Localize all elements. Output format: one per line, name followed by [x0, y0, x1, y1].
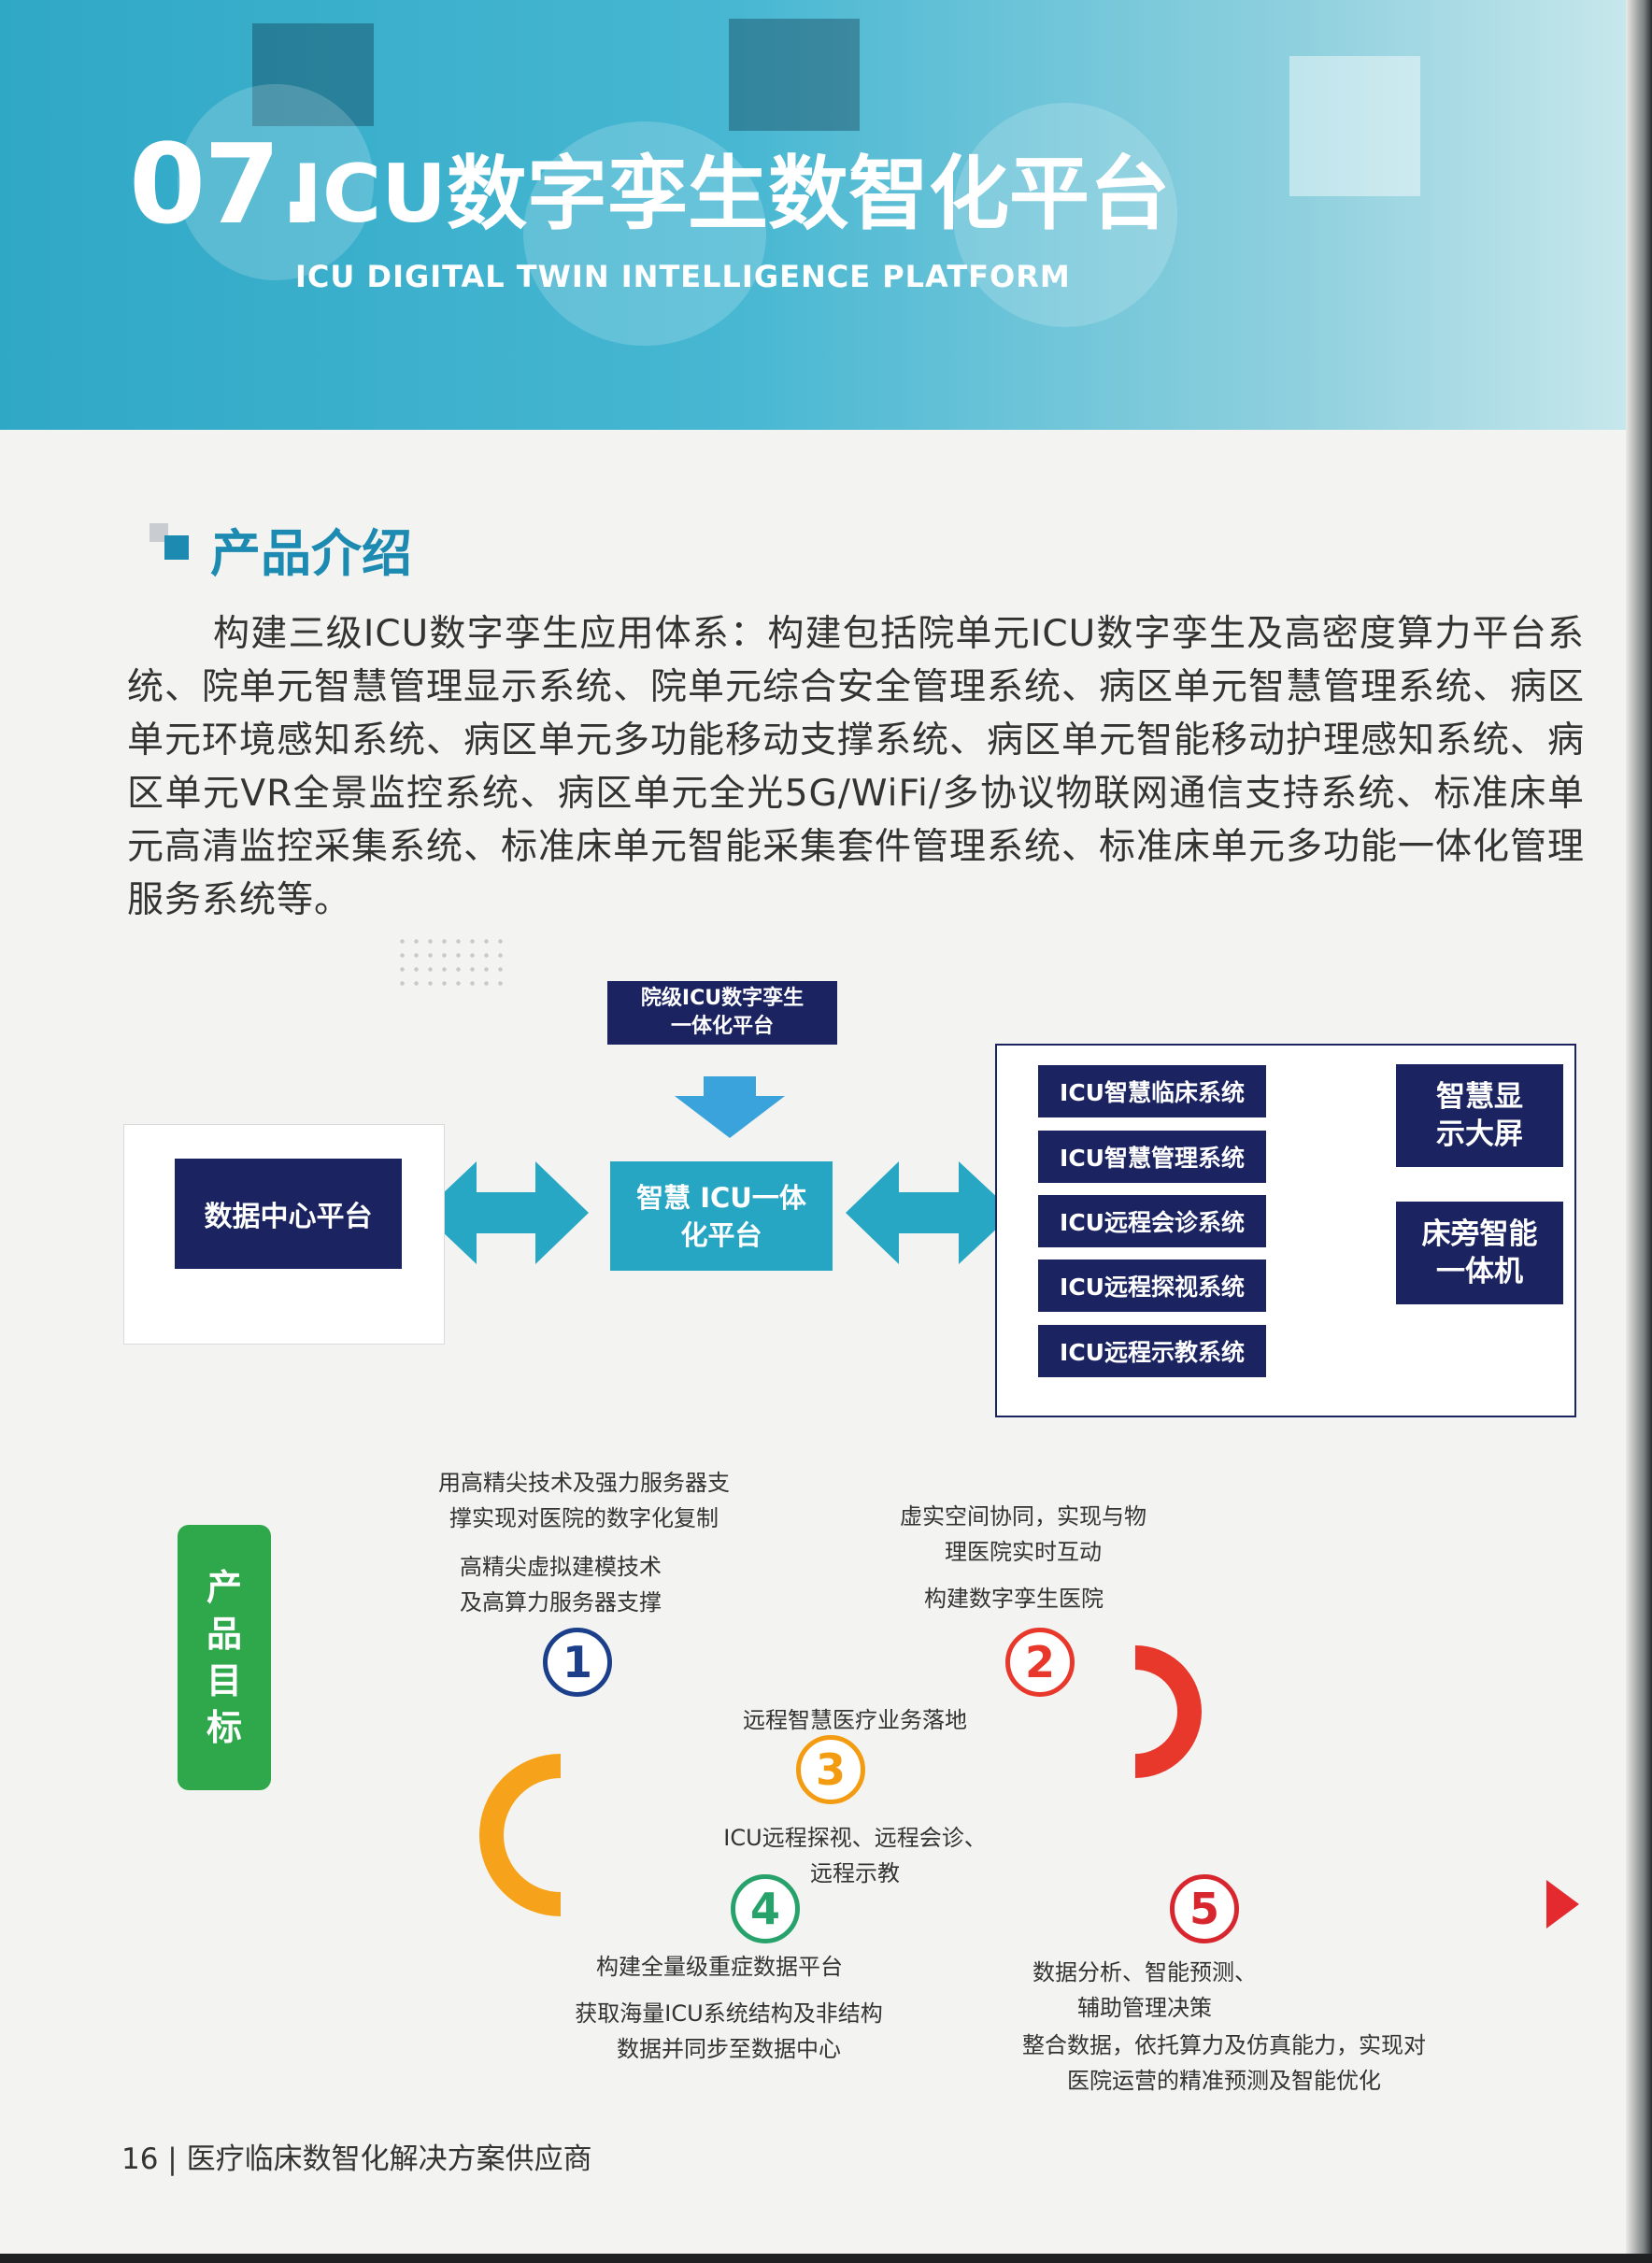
- output-line: 智慧显: [1436, 1080, 1523, 1114]
- page-edge: [1626, 0, 1652, 2263]
- milestone-1-desc: 用高精尖技术及强力服务器支 撑实现对医院的数字化复制: [411, 1465, 757, 1536]
- badge-char: 产: [206, 1567, 242, 1608]
- dot-pattern: [395, 934, 507, 990]
- label-line: 撑实现对医院的数字化复制: [449, 1505, 719, 1531]
- product-goal-badge: 产 品 目 标: [178, 1525, 271, 1790]
- milestone-3: 3: [796, 1735, 865, 1804]
- section-square-icon: [150, 523, 168, 542]
- milestone-4: 4: [731, 1874, 800, 1943]
- top-box-line: 一体化平台: [670, 1015, 774, 1038]
- bedside-terminal-box: 床旁智能 一体机: [1396, 1202, 1563, 1304]
- road-curve: [1134, 1645, 1202, 1778]
- footer-text: 医疗临床数智化解决方案供应商: [186, 2142, 592, 2176]
- badge-char: 品: [206, 1614, 242, 1655]
- system-box: ICU智慧管理系统: [1038, 1131, 1266, 1183]
- system-box: ICU远程示教系统: [1038, 1325, 1266, 1377]
- page-title: ICU数字孪生数智化平台: [292, 148, 1170, 241]
- milestone-1: 1: [543, 1628, 612, 1697]
- label-line: 虚实空间协同，实现与物: [900, 1503, 1146, 1530]
- label-line: 远程示教: [810, 1860, 900, 1886]
- milestone-2: 2: [1005, 1628, 1075, 1697]
- road-curve: [479, 1754, 562, 1916]
- label-line: 理医院实时互动: [945, 1539, 1102, 1565]
- intro-paragraph: 构建三级ICU数字孪生应用体系：构建包括院单元ICU数字孪生及高密度算力平台系统…: [127, 613, 1586, 921]
- background-figure: [523, 121, 766, 346]
- milestone-5-desc: 整合数据，依托算力及仿真能力，实现对 医院运营的精准预测及智能优化: [981, 2028, 1467, 2099]
- page-footer: 16 | 医疗临床数智化解决方案供应商: [121, 2135, 592, 2177]
- monitor-shape: [729, 19, 860, 131]
- label-line: ICU远程探视、远程会诊、: [723, 1825, 987, 1851]
- label-line: 获取海量ICU系统结构及非结构: [575, 2000, 883, 2027]
- footer-divider: |: [158, 2142, 187, 2176]
- output-line: 一体机: [1436, 1255, 1523, 1288]
- system-box: ICU远程探视系统: [1038, 1260, 1266, 1312]
- milestone-4-desc: 获取海量ICU系统结构及非结构 数据并同步至数据中心: [551, 1996, 906, 2067]
- left-right-arrow-icon: [846, 1161, 1014, 1264]
- monitor-shape: [252, 23, 374, 126]
- label-line: 医院运营的精准预测及智能优化: [1067, 2068, 1381, 2094]
- milestone-1-title: 高精尖虚拟建模技术 及高算力服务器支撑: [411, 1549, 710, 1620]
- section-square-icon: [164, 535, 189, 560]
- label-line: 数据分析、智能预测、: [1032, 1959, 1257, 1985]
- center-box-line: 化平台: [680, 1218, 762, 1251]
- center-box-line: 智慧 ICU一体: [636, 1181, 806, 1214]
- background-figure: [178, 84, 374, 280]
- smart-icu-platform-box: 智慧 ICU一体 化平台: [610, 1161, 833, 1271]
- badge-char: 标: [206, 1707, 242, 1748]
- chapter-number: 07.: [129, 120, 320, 249]
- header-banner: 07. ICU数字孪生数智化平台 ICU DIGITAL TWIN INTELL…: [0, 0, 1626, 430]
- road-arrow-icon: [1546, 1880, 1579, 1929]
- milestone-5-title: 数据分析、智能预测、 辅助管理决策: [986, 1955, 1303, 2026]
- down-arrow-icon: [675, 1076, 785, 1138]
- milestone-2-desc: 虚实空间协同，实现与物 理医院实时互动: [864, 1499, 1182, 1570]
- system-box: ICU智慧临床系统: [1038, 1065, 1266, 1117]
- milestone-3-title: 远程智慧医疗业务落地: [743, 1707, 967, 1733]
- output-line: 床旁智能: [1421, 1217, 1538, 1251]
- label-line: 辅助管理决策: [1077, 1995, 1212, 2021]
- left-right-arrow-icon: [422, 1161, 589, 1264]
- label-line: 用高精尖技术及强力服务器支: [438, 1470, 730, 1496]
- milestone-2-title: 构建数字孪生医院: [924, 1586, 1104, 1612]
- system-box: ICU远程会诊系统: [1038, 1195, 1266, 1247]
- label-line: 高精尖虚拟建模技术: [460, 1554, 662, 1580]
- label-line: 及高算力服务器支撑: [460, 1589, 662, 1615]
- bottom-edge: [0, 2254, 1652, 2263]
- output-line: 示大屏: [1436, 1117, 1523, 1151]
- page-number: 16: [121, 2142, 159, 2176]
- milestone-3-desc: ICU远程探视、远程会诊、 远程示教: [696, 1820, 1014, 1891]
- page-subtitle: ICU DIGITAL TWIN INTELLIGENCE PLATFORM: [295, 259, 1071, 294]
- top-box-line: 院级ICU数字孪生: [640, 987, 805, 1010]
- label-line: 整合数据，依托算力及仿真能力，实现对: [1022, 2032, 1426, 2058]
- section-title: 产品介绍: [210, 524, 412, 583]
- milestone-4-title: 构建全量级重症数据平台: [596, 1954, 843, 1980]
- display-screen-box: 智慧显 示大屏: [1396, 1064, 1563, 1167]
- background-figure: [953, 103, 1177, 327]
- label-line: 数据并同步至数据中心: [617, 2036, 841, 2062]
- badge-char: 目: [206, 1660, 242, 1701]
- top-platform-box: 院级ICU数字孪生 一体化平台: [607, 981, 837, 1045]
- milestone-5: 5: [1170, 1874, 1239, 1943]
- data-center-box: 数据中心平台: [175, 1159, 402, 1269]
- equipment-shape: [1289, 56, 1420, 196]
